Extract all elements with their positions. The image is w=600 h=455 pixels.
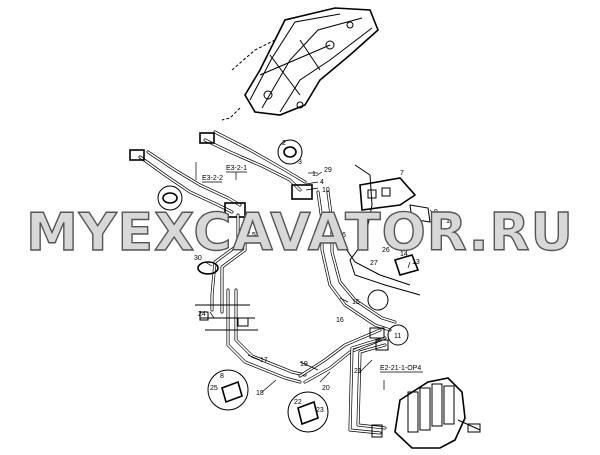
upper-hoses (129, 130, 313, 218)
part-label-21: 21 (354, 368, 362, 375)
part-label-19: 19 (300, 361, 308, 368)
reference-labels: E3-2-1 E3-2-2 E2-21-1-OP4 (202, 165, 423, 373)
part-label-7: 7 (400, 170, 404, 177)
part-label-9: 9 (434, 209, 438, 216)
right-hose-bundle (298, 190, 397, 438)
part-label-26: 26 (382, 247, 390, 254)
part-label-20: 20 (322, 385, 330, 392)
part-label-3: 3 (298, 159, 302, 166)
ref-e3-2-2: E3-2-2 (202, 175, 223, 182)
part-label-4: 4 (320, 179, 324, 186)
part-label-18: 18 (256, 390, 264, 397)
part-label-17: 17 (260, 357, 268, 364)
ref-e2-21-1-op4: E2-21-1-OP4 (380, 365, 421, 372)
part-label-14: 14 (400, 251, 408, 258)
part-label-13: 13 (412, 259, 420, 266)
part-label-15: 15 (352, 299, 360, 306)
part-label-1: 1 (312, 171, 316, 178)
part-label-12: 12 (446, 218, 454, 225)
left-hose-bundle (195, 213, 307, 384)
part-label-27: 27 (370, 260, 378, 267)
part-label-30: 30 (194, 255, 202, 262)
leader-lines (195, 162, 441, 393)
part-label-2: 2 (282, 140, 286, 147)
part-label-6: 6 (342, 232, 346, 239)
control-valve (394, 377, 481, 449)
watermark-text: MYEXCAVATOR.RU (26, 203, 574, 263)
part-label-8: 8 (220, 373, 224, 380)
valve-bracket (359, 177, 431, 276)
part-label-24: 24 (198, 311, 206, 318)
clamp-details (157, 139, 409, 433)
part-label-23: 23 (316, 407, 324, 414)
part-label-25: 25 (210, 385, 218, 392)
part-label-5: 5 (252, 232, 256, 239)
loader-boom-arms (221, 7, 379, 121)
part-label-29: 29 (324, 167, 332, 174)
ref-e3-2-1: E3-2-1 (226, 165, 247, 172)
part-label-16: 16 (336, 317, 344, 324)
part-label-22: 22 (294, 399, 302, 406)
part-label-28: 28 (314, 235, 322, 242)
part-number-labels: 1 2 3 4 5 6 7 8 9 10 11 12 13 14 15 16 1… (194, 140, 454, 414)
part-label-10: 10 (322, 187, 330, 194)
part-label-11: 11 (394, 333, 401, 340)
frame-outline (339, 164, 421, 296)
